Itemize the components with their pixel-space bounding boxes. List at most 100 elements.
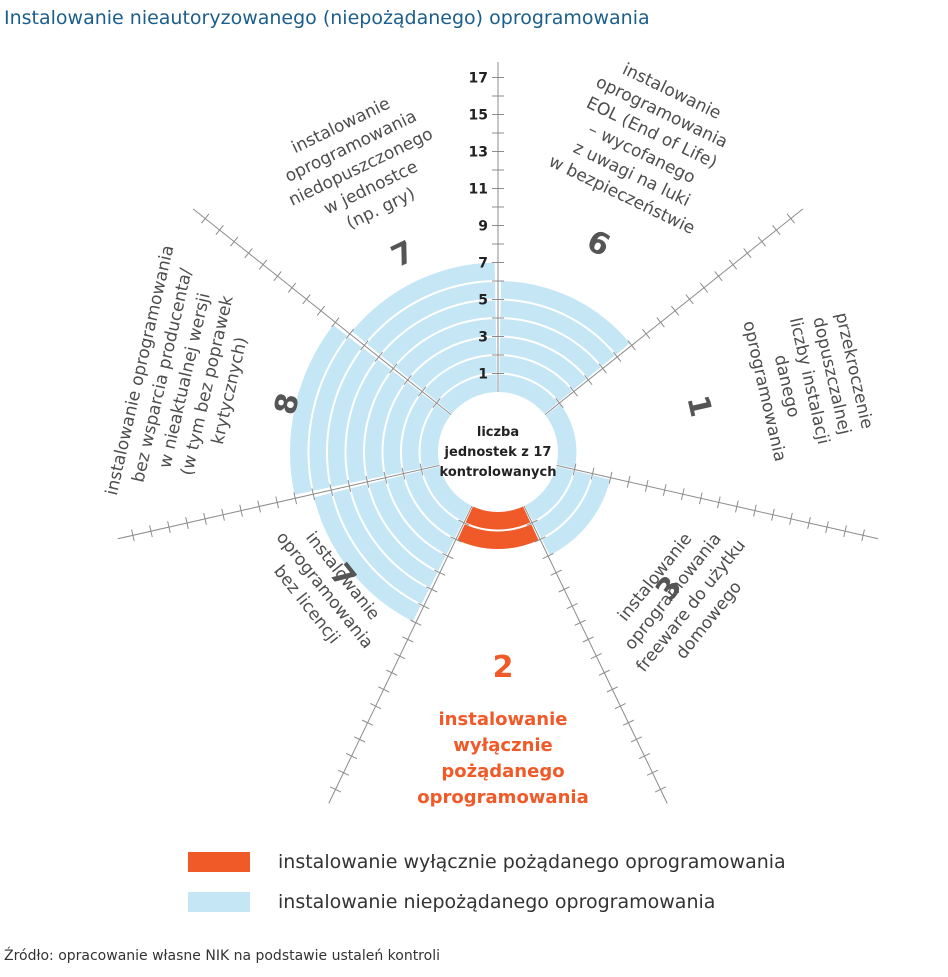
center-label-line: jednostek z 17 (444, 445, 552, 460)
spoke-tick (167, 521, 171, 534)
spoke-tick (239, 504, 243, 517)
legend-label: instalowanie wyłącznie pożądanego oprogr… (278, 851, 786, 873)
spoke-tick (402, 636, 414, 643)
spoke-tick (394, 653, 406, 660)
value-tick-label: 7 (478, 256, 488, 272)
value-tick-label: 1 (478, 367, 488, 383)
spoke-tick (656, 317, 665, 328)
ring-separator (307, 335, 349, 492)
spoke-tick (383, 471, 388, 484)
spoke-tick (534, 536, 546, 543)
source-note: Źródło: opracowanie własne NIK na podsta… (4, 946, 440, 964)
ring-separator (499, 372, 560, 403)
spoke-tick (714, 271, 723, 282)
ring-separator (532, 470, 576, 524)
spoke-tick (598, 363, 607, 374)
spoke-tick (293, 492, 298, 505)
spoke-tick (685, 294, 694, 305)
spoke-tick (275, 496, 280, 509)
ring-separator (381, 380, 408, 476)
spoke-tick (221, 508, 225, 521)
ring-separator (402, 474, 455, 540)
ring-separator (422, 354, 497, 391)
spoke-tick (644, 479, 649, 492)
spoke-tick (273, 271, 282, 282)
category-value-label: 7 (386, 234, 420, 275)
spoke-tick (410, 619, 422, 626)
spoke-tick (699, 282, 709, 293)
sector-bar (545, 404, 577, 469)
sector-bar (351, 262, 497, 414)
spoke-tick (434, 569, 446, 576)
spoke-tick (558, 586, 570, 593)
spoke-tick (203, 512, 207, 525)
spoke-tick (353, 736, 366, 743)
spoke-tick (149, 525, 153, 538)
category-label-line: oprogramowania (417, 787, 588, 808)
spoke-tick (365, 475, 370, 488)
value-tick-label: 13 (469, 145, 488, 161)
spoke-tick (566, 603, 578, 610)
legend: instalowanie wyłącznie pożądanego oprogr… (188, 851, 786, 913)
value-tick-label: 15 (469, 108, 488, 124)
ring-separator (331, 492, 422, 606)
spoke-tick (582, 636, 594, 643)
axes (117, 62, 879, 804)
spoke-tick (630, 736, 643, 743)
ring-separator (436, 372, 497, 403)
chart-title: Instalowanie nieautoryzowanego (niepożąd… (4, 7, 650, 29)
spoke-tick (526, 519, 538, 526)
spoke-tick (772, 225, 781, 236)
spoke-tick (757, 236, 766, 247)
spoke-tick (786, 213, 795, 224)
spoke-tick (442, 553, 454, 560)
spoke-tick (403, 374, 412, 385)
value-tick-label: 3 (478, 330, 488, 346)
spoke-tick (370, 703, 382, 710)
spoke-tick (450, 536, 462, 543)
spoke-tick (789, 512, 793, 525)
spoke-tick (201, 213, 210, 224)
spoke-tick (555, 398, 564, 409)
spoke-tick (735, 500, 739, 513)
spoke-tick (311, 488, 316, 501)
spoke-tick (230, 236, 239, 247)
center-label-line: liczba (477, 425, 519, 440)
spoke-tick (590, 653, 602, 660)
legend-swatch (188, 852, 250, 872)
category-value-label: 2 (493, 650, 514, 685)
spoke-tick (598, 669, 610, 676)
spoke-tick (716, 496, 721, 509)
spoke-tick (418, 603, 430, 610)
value-tick-label: 11 (469, 182, 488, 198)
category-label-line: pożądanego (441, 761, 564, 782)
spoke-tick (654, 786, 667, 793)
ring-separator (365, 280, 496, 344)
ring-separator (384, 479, 447, 557)
ring-separator (366, 483, 439, 573)
spoke-tick (389, 363, 398, 374)
spoke-tick (753, 504, 757, 517)
spoke-tick (642, 328, 651, 339)
spoke-tick (360, 340, 369, 351)
legend-swatch (188, 892, 250, 912)
spoke-tick (569, 386, 578, 397)
ring-separator (400, 392, 422, 473)
ring-separator (348, 488, 430, 590)
ring-separator (499, 354, 574, 391)
spoke-tick (131, 529, 135, 542)
spoke-tick (550, 569, 562, 576)
category-label: instalowanieoprogramowanianiedopuszczone… (282, 94, 436, 275)
category-label: 2instalowaniewyłączniepożądanegooprogram… (417, 650, 588, 808)
category-label-line: instalowanie (439, 709, 568, 730)
spoke-tick (807, 517, 811, 529)
sector-bar (457, 506, 539, 549)
ring-separator (363, 369, 393, 480)
spoke-tick (606, 686, 618, 693)
spoke-tick (680, 488, 685, 501)
